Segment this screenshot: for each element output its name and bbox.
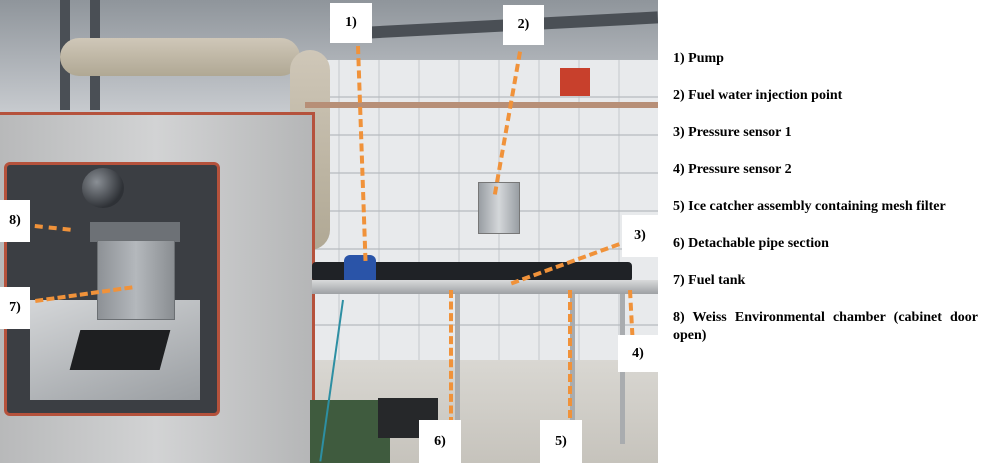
- callout-label: 5): [555, 433, 567, 449]
- injection-rig: [478, 182, 520, 234]
- callout-7: 7): [0, 287, 30, 329]
- fuel-tank-lid: [90, 222, 180, 242]
- black-mat: [69, 330, 171, 370]
- callout-5: 5): [540, 420, 582, 463]
- callout-label: 7): [9, 300, 21, 315]
- callout-1: 1): [330, 3, 372, 43]
- callout-line-6: [449, 290, 453, 425]
- chamber-sphere: [82, 168, 124, 208]
- callout-label: 4): [632, 345, 644, 361]
- legend-item-pressure-sensor-2: 4) Pressure sensor 2: [673, 162, 792, 177]
- red-alarm-box: [560, 68, 590, 96]
- legend-item-ice-catcher: 5) Ice catcher assembly containing mesh …: [673, 199, 946, 214]
- legend-item-pressure-sensor-1: 3) Pressure sensor 1: [673, 125, 792, 140]
- rig-leg: [455, 294, 460, 444]
- legend-item-pump: 1) Pump: [673, 51, 724, 66]
- flexible-duct: [60, 38, 300, 76]
- legend-item-fuel-tank: 7) Fuel tank: [673, 273, 746, 288]
- rig-leg: [570, 294, 575, 424]
- fuel-pipe: [312, 262, 632, 282]
- fuel-tank: [97, 240, 175, 320]
- callout-label: 2): [517, 17, 530, 32]
- callout-4: 4): [618, 335, 658, 372]
- callout-label: 1): [345, 15, 357, 30]
- rig-photo: 1) 2) 3) 4) 5) 6) 7) 8): [0, 0, 658, 463]
- callout-label: 3): [634, 228, 646, 243]
- callout-6: 6): [419, 420, 461, 463]
- callout-3: 3): [622, 215, 658, 257]
- rig-rail: [312, 280, 658, 294]
- callout-label: 8): [9, 213, 21, 228]
- legend-item-detachable-pipe: 6) Detachable pipe section: [673, 236, 829, 251]
- callout-line-5: [568, 290, 572, 418]
- legend-item-injection-point: 2) Fuel water injection point: [673, 88, 843, 103]
- legend: 1) Pump 2) Fuel water injection point 3)…: [673, 50, 978, 364]
- callout-label: 6): [434, 433, 446, 449]
- callout-8: 8): [0, 200, 30, 242]
- callout-2: 2): [503, 5, 544, 45]
- legend-item-environmental-chamber: 8) Weiss Environmental chamber (cabinet …: [673, 310, 978, 343]
- top-rail: [305, 102, 658, 108]
